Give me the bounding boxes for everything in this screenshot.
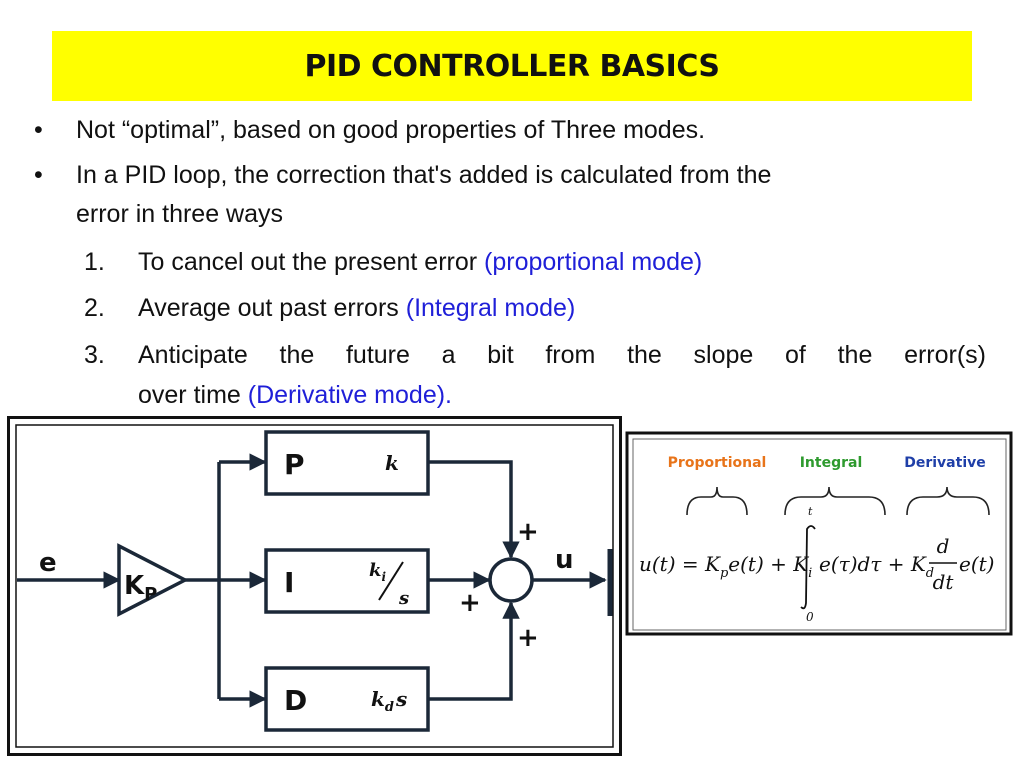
eq-d-term: e(t) bbox=[959, 552, 994, 576]
p-block-label: P bbox=[284, 448, 305, 481]
bullet-text-continued: error in three ways bbox=[76, 200, 284, 228]
item-text: To cancel out the present error bbox=[138, 248, 485, 276]
integral-lower-limit: 0 bbox=[806, 610, 814, 624]
eq-p-term: e(t) + K bbox=[728, 552, 809, 576]
diagram-outer-border bbox=[7, 416, 622, 756]
eq-d-subscript: d bbox=[926, 566, 934, 581]
label-proportional: Proportional bbox=[668, 455, 767, 471]
integral-sign-icon bbox=[800, 525, 816, 610]
item-mode-label: (Integral mode) bbox=[405, 294, 576, 322]
d-block-label: D bbox=[284, 684, 307, 717]
fraction-numerator: d bbox=[937, 534, 950, 558]
input-signal-label: e bbox=[39, 548, 57, 578]
output-signal-label: u bbox=[555, 545, 574, 575]
page-title: PID CONTROLLER BASICS bbox=[304, 48, 721, 84]
gain-label: KP bbox=[124, 571, 157, 605]
eq-i-term: e(τ)dτ + K bbox=[819, 552, 927, 576]
item-mode-label: (Derivative mode). bbox=[247, 381, 452, 409]
d-tf-subscript: d bbox=[385, 700, 394, 715]
numbered-item: Anticipate the future a bit from the slo… bbox=[138, 341, 986, 369]
item-number: 2. bbox=[84, 294, 105, 322]
d-tf-tail: s bbox=[395, 687, 407, 711]
i-block-fraction-slash bbox=[378, 561, 404, 601]
integral-upper-limit: t bbox=[808, 505, 813, 518]
gain-triangle bbox=[117, 543, 189, 617]
item-mode-label: (proportional mode) bbox=[484, 248, 703, 276]
eq-i-subscript: i bbox=[808, 566, 812, 581]
equation-inner-border bbox=[632, 438, 1007, 631]
pid-equation: u(t) = Kpe(t) + Ki t 0 e(τ)dτ + Kd d dt … bbox=[639, 505, 994, 624]
diagram-inner-border bbox=[15, 424, 614, 748]
equation-svg: Proportional Integral Derivative u(t) = … bbox=[625, 431, 1013, 636]
item-text: over time bbox=[138, 381, 248, 409]
title-bar: PID CONTROLLER BASICS bbox=[52, 31, 972, 101]
equation-integrand: e(τ)dτ + Kd bbox=[819, 552, 934, 581]
pid-equation-panel: Proportional Integral Derivative u(t) = … bbox=[625, 431, 1015, 638]
p-block-transfer: k bbox=[385, 451, 399, 475]
bullet-text: In a PID loop, the correction that's add… bbox=[76, 161, 772, 189]
i-num-subscript: i bbox=[381, 570, 386, 584]
eq-lhs: u(t) = K bbox=[639, 552, 721, 576]
gain-subscript: P bbox=[144, 584, 157, 605]
item-number: 3. bbox=[84, 341, 105, 369]
d-tf-symbol: k bbox=[371, 687, 385, 711]
i-num-symbol: k bbox=[369, 560, 381, 581]
eq-p-subscript: p bbox=[720, 566, 729, 581]
brace-integral-icon bbox=[784, 486, 886, 516]
brace-derivative-icon bbox=[906, 486, 990, 516]
label-integral: Integral bbox=[800, 455, 863, 471]
p-output-line bbox=[428, 460, 520, 559]
gain-symbol: K bbox=[124, 571, 145, 601]
brace-proportional-icon bbox=[686, 486, 748, 516]
bullet-marker: • bbox=[34, 116, 43, 144]
i-block-numerator: ki bbox=[369, 560, 386, 584]
numbered-item: Average out past errors (Integral mode) bbox=[138, 290, 575, 326]
bullet-text: Not “optimal”, based on good properties … bbox=[76, 116, 706, 144]
sum-sign-left: + bbox=[459, 588, 481, 618]
summing-junction bbox=[488, 557, 534, 603]
d-block bbox=[264, 666, 430, 732]
item-text: Average out past errors bbox=[138, 294, 406, 322]
bullet-marker: • bbox=[34, 161, 43, 189]
label-derivative: Derivative bbox=[904, 455, 986, 471]
equation-main: u(t) = Kpe(t) + Ki bbox=[639, 552, 812, 581]
numbered-item-continued: over time (Derivative mode). bbox=[138, 377, 452, 413]
i-block-label: I bbox=[284, 566, 294, 599]
numbered-item: To cancel out the present error (proport… bbox=[138, 244, 702, 280]
d-output-line bbox=[428, 601, 520, 701]
equation-border bbox=[625, 431, 1013, 636]
i-block-denominator: s bbox=[398, 588, 409, 609]
fraction-denominator: dt bbox=[933, 570, 955, 594]
sum-sign-bottom: + bbox=[517, 623, 539, 653]
sum-sign-top: + bbox=[517, 517, 539, 547]
item-number: 1. bbox=[84, 248, 105, 276]
